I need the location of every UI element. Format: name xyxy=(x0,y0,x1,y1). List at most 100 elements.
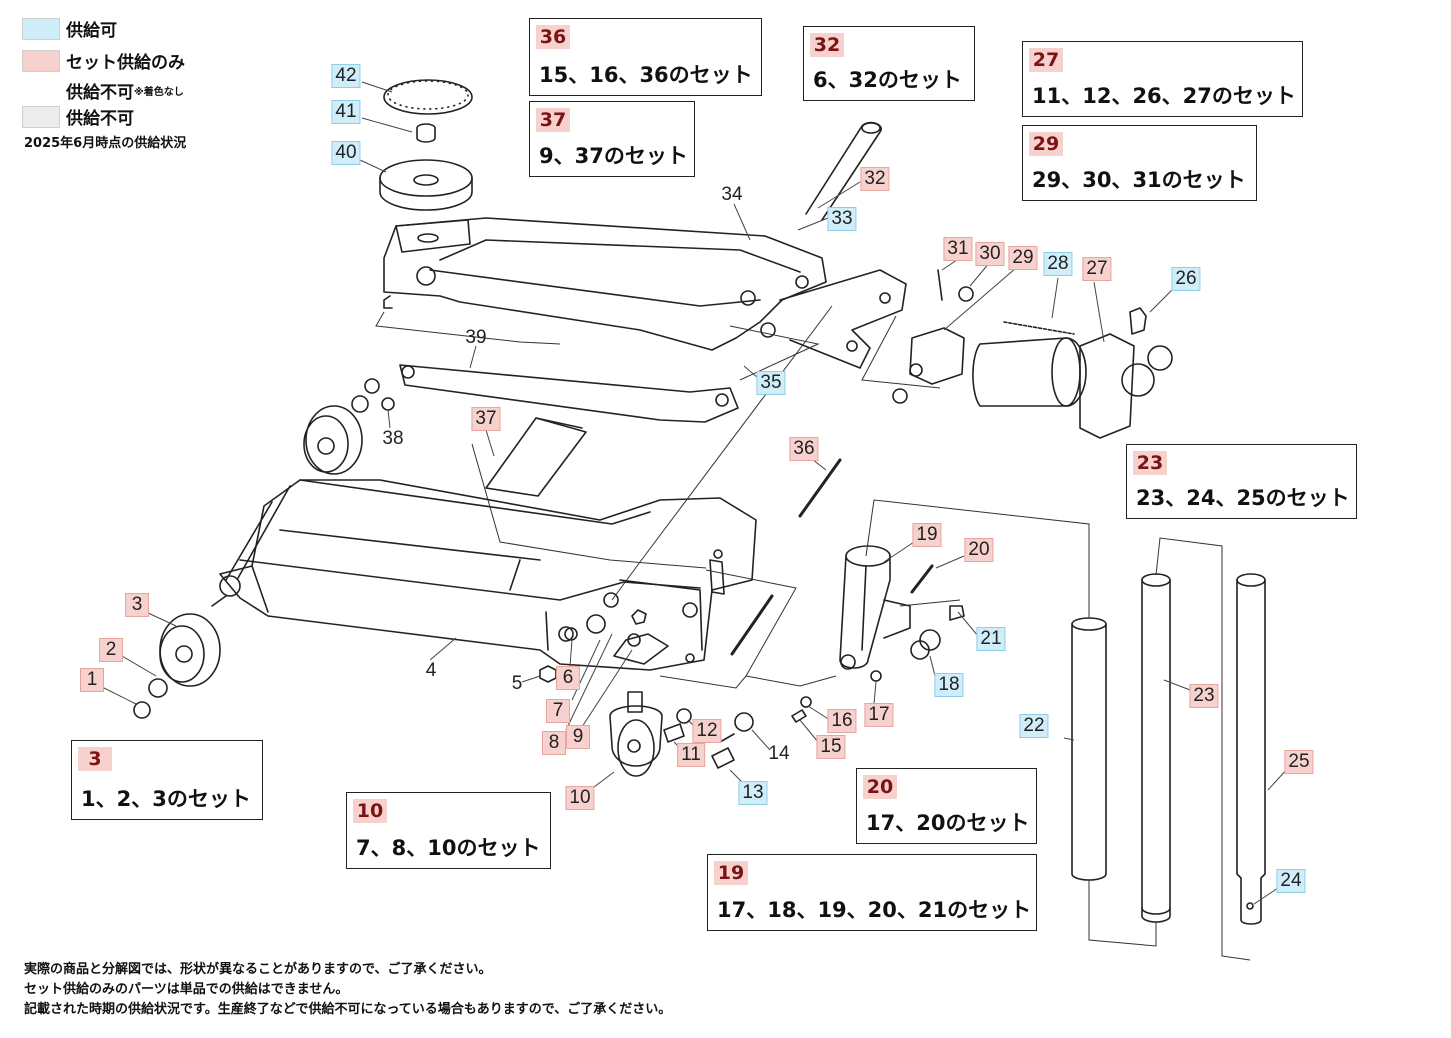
set-badge: 10 xyxy=(353,799,387,823)
part-callout-27: 27 xyxy=(1082,257,1112,281)
saddle-assembly xyxy=(379,79,473,243)
part-callout-23: 23 xyxy=(1189,684,1219,708)
main-frame xyxy=(219,479,757,671)
part-callout-19: 19 xyxy=(912,523,942,547)
set-box-3: 3 1、2、3のセット xyxy=(71,740,263,820)
set-badge: 27 xyxy=(1029,48,1063,72)
part-callout-39: 39 xyxy=(465,327,487,348)
part-callout-26: 26 xyxy=(1171,267,1201,291)
part-callout-15: 15 xyxy=(816,735,846,759)
legend-swatch-unavailable xyxy=(22,105,60,128)
legend-label: セット供給のみ xyxy=(66,53,185,73)
part-callout-29: 29 xyxy=(1008,246,1038,270)
set-box-36: 36 15、16、36のセット xyxy=(529,18,762,96)
set-badge: 3 xyxy=(78,747,112,771)
part-callout-25: 25 xyxy=(1284,750,1314,774)
set-text: 9、37のセット xyxy=(539,144,688,168)
set-badge: 36 xyxy=(536,25,570,49)
legend-note: ※着色なし xyxy=(134,87,184,98)
part-callout-5: 5 xyxy=(511,673,523,694)
set-box-23: 23 23、24、25のセット xyxy=(1126,444,1357,519)
part-callout-16: 16 xyxy=(827,709,857,733)
set-text: 17、18、19、20、21のセット xyxy=(717,898,1032,922)
legend-swatch-set-only xyxy=(22,49,60,72)
part-callout-3: 3 xyxy=(125,593,149,617)
legend-swatch-available xyxy=(22,17,60,40)
set-text: 17、20のセット xyxy=(866,811,1030,835)
part-callout-35: 35 xyxy=(756,371,786,395)
part-callout-4: 4 xyxy=(425,660,437,681)
part-callout-20: 20 xyxy=(964,538,994,562)
part-callout-24: 24 xyxy=(1276,869,1306,893)
legend-unavailable-uncolored: 供給不可 ※着色なし xyxy=(22,78,184,103)
set-box-29: 29 29、30、31のセット xyxy=(1022,125,1257,201)
part-callout-12: 12 xyxy=(692,719,722,743)
set-box-27: 27 11、12、26、27のセット xyxy=(1022,41,1303,117)
legend-swatch-uncolored xyxy=(22,79,60,102)
legend-unavailable: 供給不可 xyxy=(22,104,134,129)
legend-set-only: セット供給のみ xyxy=(22,48,185,73)
part-callout-31: 31 xyxy=(943,237,973,261)
part-callout-9: 9 xyxy=(566,725,590,749)
set-badge: 29 xyxy=(1029,132,1063,156)
part-callout-32: 32 xyxy=(860,167,890,191)
rear-roller xyxy=(133,595,227,719)
part-callout-2: 2 xyxy=(99,638,123,662)
part-callout-1: 1 xyxy=(80,668,104,692)
footnote: セット供給のみのパーツは単品での供給はできません。 xyxy=(24,982,349,997)
part-callout-7: 7 xyxy=(546,699,570,723)
part-callout-18: 18 xyxy=(934,673,964,697)
footnote: 実際の商品と分解図では、形状が異なることがありますので、ご了承ください。 xyxy=(24,962,492,977)
set-box-10: 10 7、8、10のセット xyxy=(346,792,551,869)
pump-unit xyxy=(892,269,1173,439)
upper-arm xyxy=(383,217,907,369)
set-text: 15、16、36のセット xyxy=(539,63,753,87)
part-callout-13: 13 xyxy=(738,781,768,805)
pump-housing xyxy=(839,545,965,670)
legend-label: 供給不可 xyxy=(66,109,134,129)
part-callout-21: 21 xyxy=(976,627,1006,651)
front-roller xyxy=(303,378,395,475)
part-callout-33: 33 xyxy=(827,207,857,231)
set-text: 23、24、25のセット xyxy=(1136,486,1350,510)
part-callout-42: 42 xyxy=(331,64,361,88)
set-text: 7、8、10のセット xyxy=(356,836,541,860)
part-callout-17: 17 xyxy=(864,703,894,727)
set-text: 6、32のセット xyxy=(813,68,962,92)
part-callout-22: 22 xyxy=(1019,714,1049,738)
part-callout-10: 10 xyxy=(565,786,595,810)
legend-label: 供給可 xyxy=(66,21,117,41)
footnote: 記載された時期の供給状況です。生産終了などで供給不可になっている場合もありますの… xyxy=(24,1002,672,1017)
part-callout-34: 34 xyxy=(721,184,743,205)
part-callout-36: 36 xyxy=(789,437,819,461)
set-box-37: 37 9、37のセット xyxy=(529,101,695,177)
legend-label: 供給不可 xyxy=(66,83,134,103)
set-badge: 20 xyxy=(863,775,897,799)
pedal-plate xyxy=(485,417,587,497)
set-box-20: 20 17、20のセット xyxy=(856,768,1037,844)
legend-available: 供給可 xyxy=(22,16,117,41)
caster-wheel xyxy=(609,609,669,777)
set-badge: 32 xyxy=(810,33,844,57)
part-callout-11: 11 xyxy=(677,743,705,767)
release-shaft xyxy=(805,121,882,221)
part-callout-14: 14 xyxy=(768,743,790,764)
set-box-32: 32 6、32のセット xyxy=(803,26,975,101)
part-callout-37: 37 xyxy=(471,407,501,431)
footnotes: 実際の商品と分解図では、形状が異なることがありますので、ご了承ください。 セット… xyxy=(24,960,671,1020)
part-callout-30: 30 xyxy=(975,242,1005,266)
part-callout-38: 38 xyxy=(382,428,404,449)
legend-date: 2025年6月時点の供給状況 xyxy=(24,136,187,151)
part-callout-8: 8 xyxy=(542,731,566,755)
part-callout-28: 28 xyxy=(1043,252,1073,276)
set-text: 11、12、26、27のセット xyxy=(1032,84,1296,108)
set-text: 1、2、3のセット xyxy=(81,787,251,811)
part-callout-6: 6 xyxy=(556,666,580,690)
part-callout-41: 41 xyxy=(331,100,361,124)
set-box-19: 19 17、18、19、20、21のセット xyxy=(707,854,1037,931)
pins xyxy=(730,458,934,656)
link-bar xyxy=(399,364,739,423)
cylinders xyxy=(1071,573,1266,925)
set-badge: 19 xyxy=(714,861,748,885)
